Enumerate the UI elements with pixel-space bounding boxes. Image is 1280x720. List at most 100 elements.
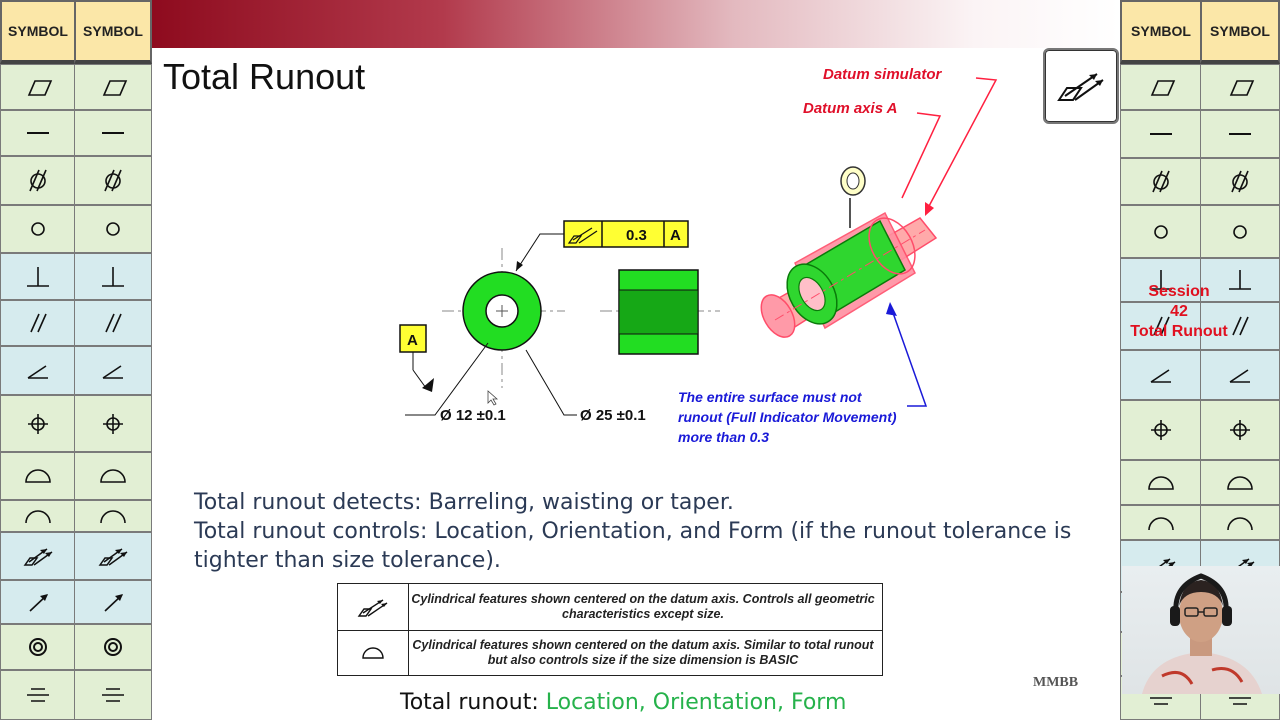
- table-symbol-cell: [338, 630, 409, 676]
- symbol-cell-symmetry: [0, 670, 76, 720]
- circularity-icon: [1154, 224, 1168, 239]
- symbol-cell-total-runout: [74, 532, 152, 580]
- symbol-cell-cylindricity: [1200, 158, 1280, 205]
- profile-surface-icon: [25, 469, 51, 483]
- symbol-sidebar-left: SYMBOL SYMBOL: [0, 0, 152, 720]
- circular-runout-icon: [29, 594, 48, 612]
- symbol-cell-cylindricity: [74, 156, 152, 205]
- symbol-cell-parallelism: [74, 300, 152, 346]
- session-number: 42: [1170, 303, 1188, 320]
- feature-control-frame: 0.3 A: [563, 220, 689, 248]
- symbol-cell-profile-surface: [0, 452, 76, 500]
- symmetry-icon: [27, 688, 49, 702]
- symbol-cell-circularity: [74, 205, 152, 253]
- symbol-cell-circularity: [0, 205, 76, 253]
- profile-surface-icon: [1148, 475, 1174, 490]
- straightness-icon: [27, 132, 49, 134]
- datum-axis-label: Datum axis A: [803, 100, 897, 117]
- symbol-cell-perpendicularity: [1200, 258, 1280, 302]
- dimension-outer: Ø 25 ±0.1: [580, 407, 646, 424]
- circularity-icon: [31, 222, 45, 236]
- table-desc: Cylindrical features shown centered on t…: [411, 592, 875, 621]
- symbol-cell-profile-line: [1200, 505, 1280, 540]
- parallelism-icon: [1153, 316, 1170, 336]
- session-overlay: Session 42 Total Runout: [1124, 282, 1234, 342]
- symbol-cell-perpendicularity: [1120, 258, 1202, 302]
- brand-logo: MMBB: [1033, 675, 1079, 690]
- part-isometric-view: [760, 166, 938, 338]
- symbol-cell-straightness: [0, 110, 76, 156]
- circularity-icon: [106, 222, 120, 236]
- symbol-cell-position: [0, 395, 76, 452]
- symbol-header: SYMBOL: [1120, 0, 1202, 64]
- dimension-inner: Ø 12 ±0.1: [440, 407, 506, 424]
- angularity-icon: [1150, 369, 1171, 383]
- symbol-header: SYMBOL: [0, 0, 76, 64]
- profile-surface-icon: [362, 647, 384, 659]
- session-label: Session: [1148, 283, 1210, 300]
- symbol-header: SYMBOL: [74, 0, 152, 64]
- flatness-icon: [1150, 80, 1176, 96]
- profile-line-icon: [1148, 516, 1174, 530]
- angularity-icon: [27, 364, 48, 379]
- symbol-cell-flatness: [74, 64, 152, 110]
- circular-runout-icon: [104, 594, 123, 612]
- straightness-icon: [1150, 133, 1172, 135]
- symbol-cell-circular-runout: [0, 580, 76, 624]
- perpendicularity-icon: [1150, 270, 1172, 290]
- profile-surface-icon: [1227, 475, 1253, 490]
- datum-simulator-label: Datum simulator: [823, 66, 943, 83]
- symbol-header: SYMBOL: [1200, 0, 1280, 64]
- symbol-cell-total-runout: [0, 532, 76, 580]
- slide-body: Total runout detects: Barreling, waistin…: [194, 488, 1094, 575]
- symbol-cell-parallelism: [1120, 302, 1202, 350]
- table-row: Cylindrical features shown centered on t…: [338, 630, 882, 676]
- mouse-cursor-icon: [487, 390, 499, 406]
- symbol-cell-circular-runout: [74, 580, 152, 624]
- symbol-cell-concentricity: [74, 624, 152, 670]
- symbol-cell-position: [1120, 400, 1202, 460]
- symbol-cell-angularity: [1200, 350, 1280, 400]
- parallelism-icon: [30, 313, 47, 333]
- flatness-icon: [1229, 80, 1255, 96]
- total-runout-diagram: 0.3 A A Ø 12 ±0.1 Ø 25 ±0.1 Datum simula…: [399, 66, 998, 445]
- flatness-icon: [102, 80, 128, 96]
- symbol-cell-profile-surface: [1200, 460, 1280, 505]
- profile-surface-icon: [100, 469, 126, 483]
- position-icon: [1151, 420, 1171, 440]
- symmetry-icon: [102, 688, 124, 702]
- symbol-cell-flatness: [0, 64, 76, 110]
- symbol-cell-flatness: [1200, 64, 1280, 110]
- symbol-cell-profile-surface: [1120, 460, 1202, 505]
- symbol-cell-parallelism: [1200, 302, 1280, 350]
- symbol-cell-circularity: [1120, 205, 1202, 258]
- concentricity-icon: [104, 638, 122, 656]
- fcf-tolerance: 0.3: [626, 227, 647, 244]
- position-icon: [1230, 420, 1250, 440]
- symbol-cell-position: [74, 395, 152, 452]
- symbol-cell-cylindricity: [0, 156, 76, 205]
- position-icon: [103, 413, 123, 434]
- perpendicularity-icon: [1229, 270, 1251, 290]
- symbol-cell-angularity: [74, 346, 152, 395]
- cylindricity-icon: [1152, 170, 1170, 192]
- straightness-icon: [1229, 133, 1251, 135]
- total-runout-icon: [1057, 73, 1104, 101]
- cylindricity-icon: [29, 169, 47, 191]
- total-runout-icon: [98, 548, 128, 566]
- symbol-cell-perpendicularity: [74, 253, 152, 300]
- angularity-icon: [1229, 369, 1250, 383]
- summary-label: Total runout:: [400, 690, 539, 715]
- symbol-cell-perpendicularity: [0, 253, 76, 300]
- perpendicularity-icon: [102, 266, 124, 287]
- symbol-cell-straightness: [1120, 110, 1202, 158]
- datum-label: A: [407, 332, 418, 349]
- symbol-cell-straightness: [74, 110, 152, 156]
- flatness-icon: [27, 80, 53, 96]
- body-line: Total runout controls: Location, Orienta…: [194, 519, 1072, 573]
- session-topic: Total Runout: [1130, 323, 1228, 340]
- symbol-cell-angularity: [0, 346, 76, 395]
- symbol-cell-position: [1200, 400, 1280, 460]
- presenter-webcam: [1122, 566, 1280, 694]
- circularity-icon: [1233, 224, 1247, 239]
